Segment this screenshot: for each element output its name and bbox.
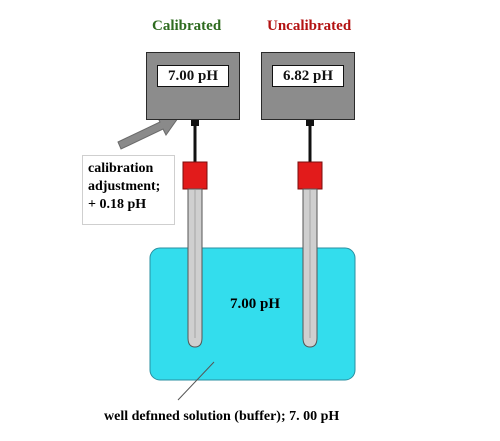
buffer-solution-container: [149, 247, 356, 381]
callout-line-3: + 0.18 pH: [88, 197, 147, 212]
uncalibrated-meter-display: 6.82 pH: [272, 65, 344, 87]
calibrated-probe-cap: [182, 161, 208, 190]
calibrated-probe-connector: [191, 120, 199, 126]
calibration-adjustment-callout: calibration adjustment; + 0.18 pH: [82, 155, 175, 225]
uncalibrated-probe-cap: [297, 161, 323, 190]
uncalibrated-heading: Uncalibrated: [267, 18, 352, 34]
solution-ph-label: 7.00 pH: [230, 296, 281, 312]
caption-leader-line: [177, 361, 215, 401]
callout-line-2: adjustment;: [88, 179, 161, 194]
uncalibrated-probe-wire: [308, 120, 312, 162]
calibrated-probe-wire: [193, 120, 197, 162]
buffer-solution-caption: well defnned solution (buffer); 7. 00 pH: [104, 409, 340, 424]
calibrated-heading: Calibrated: [152, 18, 222, 34]
calibrated-meter-display: 7.00 pH: [157, 65, 229, 87]
uncalibrated-probe-connector: [306, 120, 314, 126]
uncalibrated-meter: 6.82 pH: [261, 52, 355, 120]
calibrated-meter: 7.00 pH: [146, 52, 240, 120]
calibration-arrow: [117, 115, 179, 150]
callout-line-1: calibration: [88, 161, 154, 176]
